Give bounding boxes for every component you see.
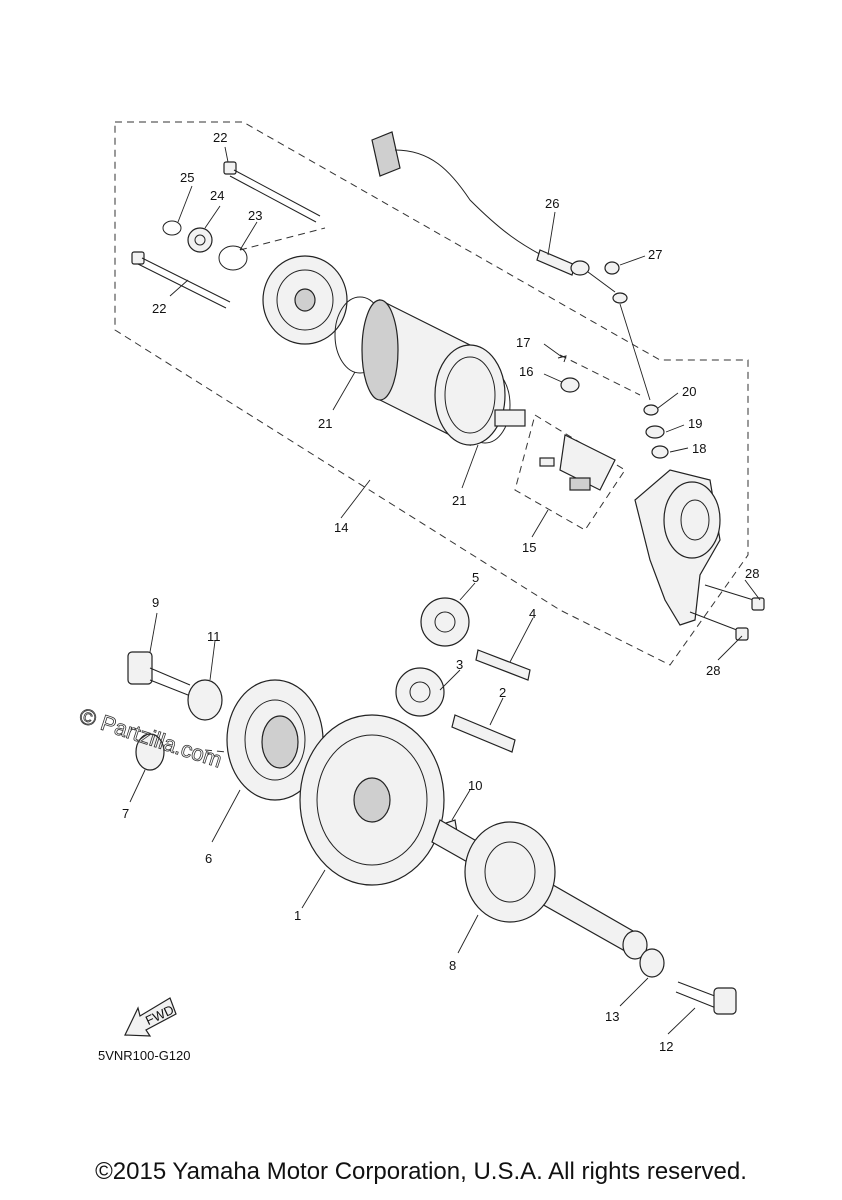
part-label-2: 2 <box>499 685 506 700</box>
fwd-label: FWD <box>143 1002 176 1028</box>
long-bolt-22-upper <box>223 161 321 223</box>
part-label-8: 8 <box>449 958 456 973</box>
part-label-20: 20 <box>682 384 696 399</box>
shaft-4 <box>475 649 531 681</box>
long-bolt-22-lower <box>131 251 231 309</box>
o-ring-23 <box>218 245 248 271</box>
bolt-12 <box>675 981 737 1015</box>
part-label-4: 4 <box>529 606 536 621</box>
gear-7 <box>135 733 165 771</box>
part-label-22a: 22 <box>213 130 227 145</box>
pinion-gear-24 <box>187 227 213 253</box>
part-label-12: 12 <box>659 1039 673 1054</box>
starter-front-cover <box>262 255 348 345</box>
part-label-6: 6 <box>205 851 212 866</box>
gear-3 <box>395 667 445 717</box>
part-label-9: 9 <box>152 595 159 610</box>
starter-rear-cover <box>634 469 721 626</box>
circlip-25 <box>162 220 182 236</box>
brush-holder-15 <box>539 434 616 491</box>
outline-link-17 <box>559 354 641 396</box>
drawing-code: 5VNR100-G120 <box>98 1048 191 1063</box>
part-label-25: 25 <box>180 170 194 185</box>
shaft-2 <box>451 714 516 753</box>
washer-19 <box>645 425 665 439</box>
nut-27 <box>604 261 620 275</box>
one-way-clutch-6 <box>226 679 324 801</box>
part-label-7: 7 <box>122 806 129 821</box>
fwd-arrow-icon: FWD <box>124 997 177 1037</box>
part-label-21b: 21 <box>452 493 466 508</box>
gear-5 <box>420 597 470 647</box>
part-label-24: 24 <box>210 188 224 203</box>
large-gear-1 <box>299 714 445 886</box>
clip-17 <box>557 355 567 363</box>
part-label-14: 14 <box>334 520 348 535</box>
part-label-1: 1 <box>294 908 301 923</box>
part-label-28b: 28 <box>706 663 720 678</box>
part-label-11: 11 <box>207 629 221 644</box>
part-label-10: 10 <box>468 778 482 793</box>
nut-20 <box>643 404 659 416</box>
starter-motor-body <box>361 299 526 446</box>
bolt-9 <box>127 651 191 696</box>
part-label-17: 17 <box>516 335 530 350</box>
part-label-26: 26 <box>545 196 559 211</box>
washer-13 <box>639 948 665 978</box>
part-label-22b: 22 <box>152 301 166 316</box>
part-label-18: 18 <box>692 441 706 456</box>
outline-link-22 <box>239 227 326 251</box>
part-label-15: 15 <box>522 540 536 555</box>
bolt-28-upper <box>704 584 765 611</box>
part-number-labels: 1 2 3 4 5 6 7 8 9 10 11 12 13 14 15 16 1… <box>122 130 759 1054</box>
part-label-23: 23 <box>248 208 262 223</box>
part-label-16: 16 <box>519 364 533 379</box>
leader-lines <box>129 146 761 1035</box>
bolt-28-lower <box>689 611 749 641</box>
washer-18 <box>651 445 669 459</box>
assembly-outline-14 <box>114 121 749 666</box>
part-label-21a: 21 <box>318 416 332 431</box>
part-label-28a: 28 <box>745 566 759 581</box>
part-label-27: 27 <box>648 247 662 262</box>
part-label-3: 3 <box>456 657 463 672</box>
washer-11 <box>187 679 223 721</box>
nut-16 <box>560 377 580 393</box>
part-label-19: 19 <box>688 416 702 431</box>
copyright-notice: ©2015 Yamaha Motor Corporation, U.S.A. A… <box>95 1158 747 1185</box>
part-label-13: 13 <box>605 1009 619 1024</box>
part-label-5: 5 <box>472 570 479 585</box>
starter-cable-26 <box>371 131 651 401</box>
idle-shaft-gear-8 <box>431 819 648 960</box>
